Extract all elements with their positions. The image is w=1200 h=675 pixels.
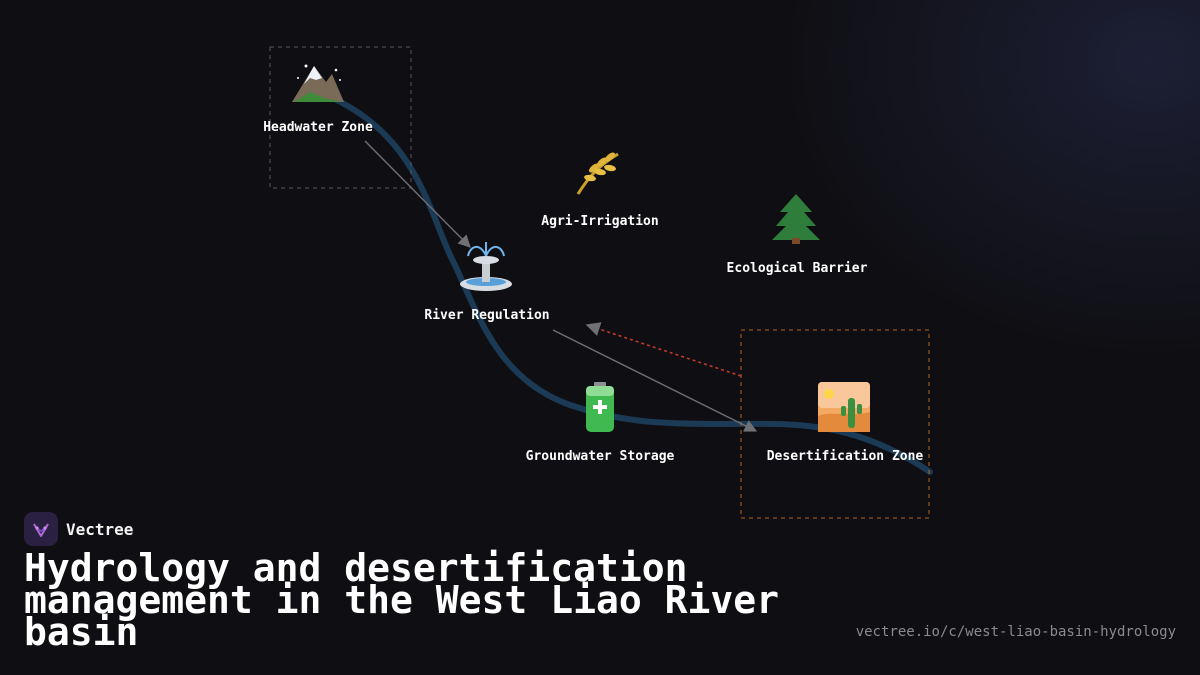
wheat-sheaf-icon xyxy=(576,152,619,195)
node-label: Desertification Zone xyxy=(766,449,924,464)
node-agri-irrigation[interactable]: Agri-Irrigation xyxy=(541,208,658,229)
node-river-regulation[interactable]: River Regulation xyxy=(424,302,549,323)
page-url[interactable]: vectree.io/c/west-liao-basin-hydrology xyxy=(855,624,1176,640)
battery-icon xyxy=(586,382,614,432)
node-label: Ecological Barrier xyxy=(726,261,868,276)
brand[interactable]: Vectree xyxy=(24,512,133,546)
flow-arrow-river-to-desert xyxy=(552,329,758,432)
node-desertification-zone[interactable]: Desertification Zone xyxy=(767,443,924,464)
node-groundwater-storage[interactable]: Groundwater Storage xyxy=(526,443,675,464)
node-label: Agri-Irrigation xyxy=(541,214,659,229)
node-headwater-zone[interactable]: Headwater Zone xyxy=(263,114,373,135)
river-path xyxy=(315,89,933,475)
node-label: Headwater Zone xyxy=(263,120,373,135)
fountain-icon xyxy=(460,242,512,291)
headwater-zone-box xyxy=(269,46,412,189)
node-label: Groundwater Storage xyxy=(525,449,675,464)
vectree-logo-icon xyxy=(24,512,58,546)
brand-name: Vectree xyxy=(66,519,134,539)
feedback-arrow-desert-to-river xyxy=(585,322,742,377)
flow-arrow-headwater-to-river xyxy=(364,140,471,248)
evergreen-tree-icon xyxy=(772,194,820,244)
desert-cactus-icon xyxy=(818,382,870,432)
snow-mountain-icon xyxy=(292,64,344,102)
node-label: River Regulation xyxy=(424,308,550,323)
page-title: Hydrology and desertification management… xyxy=(24,546,779,654)
node-ecological-barrier[interactable]: Ecological Barrier xyxy=(727,255,868,276)
